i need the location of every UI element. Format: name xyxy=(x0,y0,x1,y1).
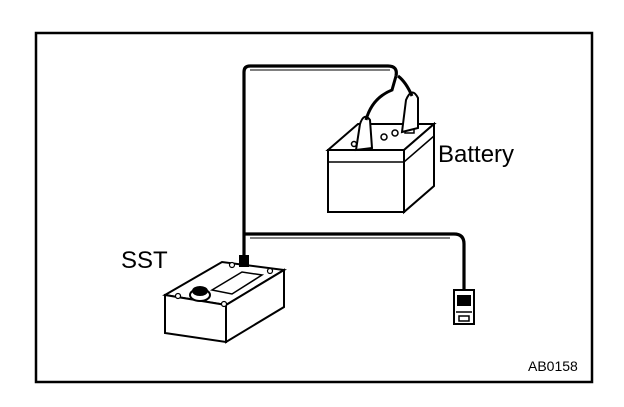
sst-cable xyxy=(242,64,466,290)
sst-cable-outline xyxy=(250,69,450,239)
sst-label: SST xyxy=(121,247,168,274)
battery-label: Battery xyxy=(438,141,514,168)
frame-border xyxy=(34,31,594,384)
clamp-icon xyxy=(354,91,419,152)
sst-tester-icon xyxy=(162,255,287,344)
battery-cables xyxy=(364,74,414,121)
connector-plug-icon xyxy=(453,289,475,325)
battery-icon xyxy=(325,121,437,215)
figure-code: AB0158 xyxy=(528,358,578,374)
